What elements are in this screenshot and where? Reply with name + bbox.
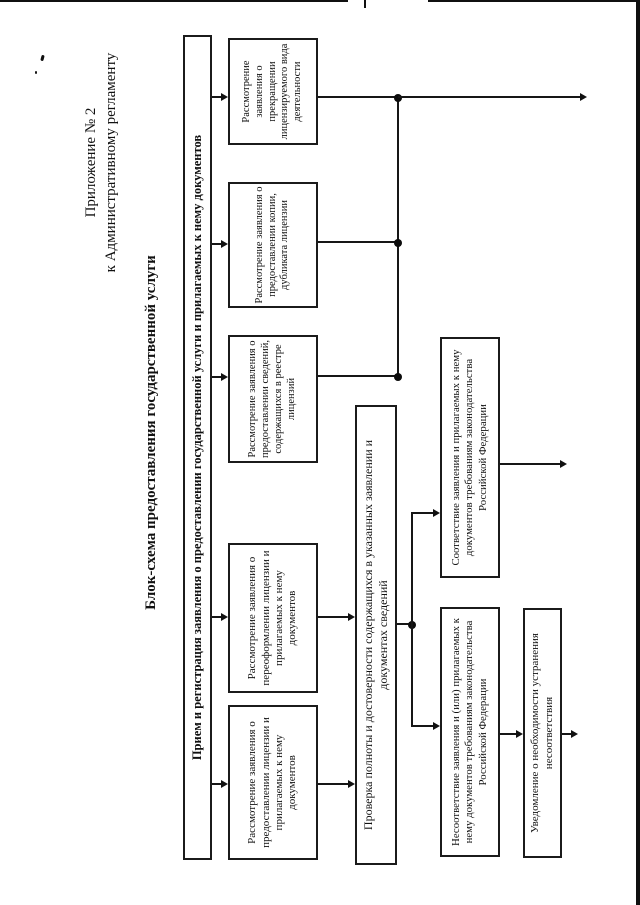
connector-registry-to-bus	[318, 375, 398, 377]
arrowhead	[433, 509, 440, 517]
arrowhead	[221, 780, 228, 788]
bus-exit-line	[398, 96, 580, 98]
scan-edge-artifact	[636, 0, 640, 905]
flow-box-notice: Уведомление о необходимости устранения н…	[523, 608, 562, 858]
annotation-line-2: к Административному регламенту	[102, 52, 119, 273]
flow-box-termination: Рассмотрение заявления о прекращении лиц…	[228, 38, 318, 145]
flow-box-license-reissue: Рассмотрение заявления о переоформлении …	[228, 543, 318, 693]
flow-box-registry-info: Рассмотрение заявления о предоставлении …	[228, 335, 318, 463]
arrowhead	[580, 93, 587, 101]
flow-box-verification: Проверка полноты и достоверности содержа…	[355, 405, 397, 865]
junction-dot	[394, 239, 402, 247]
connector-noncompliant-to-notice	[500, 733, 517, 735]
compliant-exit-line	[500, 463, 560, 465]
flow-box-noncompliant: Несоответствие заявления и (или) прилага…	[440, 607, 500, 857]
arrowhead	[560, 460, 567, 468]
junction-dot	[394, 373, 402, 381]
scan-tick-artifact	[364, 0, 366, 8]
connector-termination-to-bus	[318, 96, 398, 98]
arrowhead	[221, 613, 228, 621]
flow-box-intake: Прием и регистрация заявления о предоста…	[183, 35, 212, 860]
connector-reissue-to-verification	[318, 616, 349, 618]
branch-line	[411, 512, 413, 727]
arrowhead	[571, 730, 578, 738]
scan-edge-artifact	[0, 0, 348, 2]
annotation-line-1: Приложение № 2	[83, 107, 99, 218]
flow-box-license-grant: Рассмотрение заявления о предоставлении …	[228, 705, 318, 860]
appendix-annotation: Приложение № 2 к Административному регла…	[82, 20, 121, 305]
arrowhead	[348, 780, 355, 788]
connector-grant-to-verification	[318, 783, 349, 785]
scan-speck	[35, 71, 37, 74]
page-title: Блок-схема предоставления государственно…	[143, 255, 159, 610]
arrowhead	[221, 93, 228, 101]
flow-box-copy-duplicate: Рассмотрение заявления о предоставлении …	[228, 182, 318, 308]
flow-box-compliant: Соответствие заявления и прилагаемых к н…	[440, 337, 500, 578]
connector-to-compliant	[411, 512, 434, 514]
connector-to-noncompliant	[411, 725, 434, 727]
connector-copy-to-bus	[318, 241, 398, 243]
arrowhead	[348, 613, 355, 621]
arrowhead	[433, 722, 440, 730]
arrowhead	[516, 730, 523, 738]
merge-bus-line	[397, 96, 399, 377]
arrowhead	[221, 240, 228, 248]
arrowhead	[221, 373, 228, 381]
scan-edge-artifact	[428, 0, 640, 2]
